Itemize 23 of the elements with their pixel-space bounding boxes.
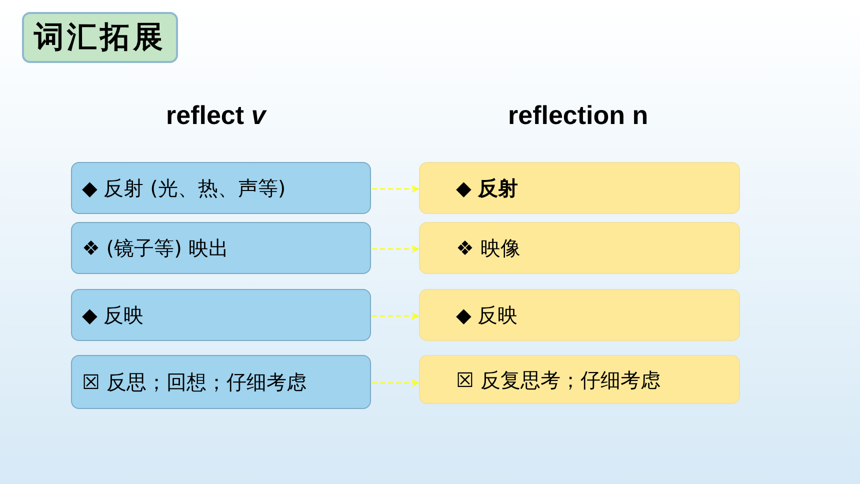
dashed-arrow bbox=[372, 312, 419, 320]
column-heading: reflect v bbox=[166, 100, 266, 131]
meaning-text: ◆ 反射 bbox=[456, 177, 518, 199]
title-box: 词汇拓展 bbox=[22, 12, 178, 63]
column-heading: reflection n bbox=[508, 100, 648, 131]
meaning-text: ☒ 反思；回想；仔细考虑 bbox=[82, 371, 306, 393]
meaning-box bbox=[71, 162, 371, 214]
meaning-box bbox=[71, 355, 371, 409]
meaning-text: ◆ 反映 bbox=[456, 304, 518, 326]
meaning-text: ☒ 反复思考；仔细考虑 bbox=[456, 368, 660, 390]
meaning-text: ◆ 反映 bbox=[82, 304, 144, 326]
meaning-text: ❖ (镜子等) 映出 bbox=[82, 237, 228, 259]
derived-meaning-box bbox=[419, 355, 740, 404]
dashed-arrow bbox=[372, 379, 419, 387]
meaning-box bbox=[71, 222, 371, 274]
meaning-text: ❖ 映像 bbox=[456, 237, 520, 259]
meaning-text: ◆ 反射 (光、热、声等) bbox=[82, 177, 286, 199]
dashed-arrow bbox=[372, 185, 419, 193]
meaning-box bbox=[71, 289, 371, 341]
derived-meaning-box bbox=[419, 222, 740, 274]
derived-meaning-box bbox=[419, 289, 740, 341]
dashed-arrow bbox=[372, 245, 419, 253]
derived-meaning-box bbox=[419, 162, 740, 214]
